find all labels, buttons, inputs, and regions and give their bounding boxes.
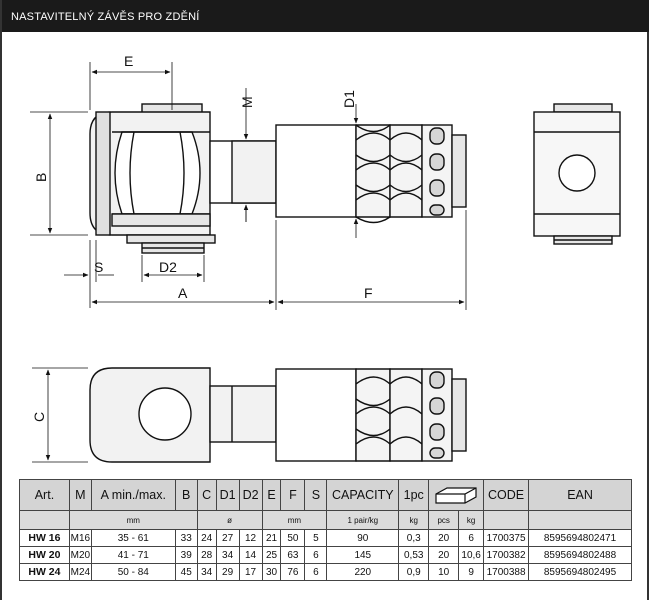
section-title: NASTAVITELNÝ ZÁVĚS PRO ZDĚNÍ (11, 11, 200, 23)
col-a: A min./max. (90, 479, 176, 511)
col-code: CODE (483, 479, 530, 511)
box-icon (435, 487, 477, 504)
col-ean: EAN (528, 479, 632, 511)
col-f: F (280, 479, 306, 511)
col-box (428, 479, 485, 511)
table-units-row: mm ø mm 1 pair/kg kg pcs kg (19, 510, 632, 530)
dim-label-d2: D2 (159, 259, 177, 275)
end-view (533, 103, 621, 245)
top-view-dimensions (32, 367, 88, 463)
unit-box-kg: kg (458, 510, 485, 530)
unit-weight: kg (398, 510, 430, 530)
dim-label-m: M (239, 96, 255, 108)
dim-label-b: B (33, 173, 49, 182)
technical-drawing: E M D1 B S D2 A F (30, 53, 621, 463)
unit-capacity: 1 pair/kg (326, 510, 400, 530)
table-row: HW 16 M16 35 - 61 33 24 27 12 21 50 5 90… (19, 529, 632, 547)
col-1pc: 1pc (398, 479, 430, 511)
section-header: NASTAVITELNÝ ZÁVĚS PRO ZDĚNÍ (2, 0, 649, 32)
unit-diameter: ø (196, 510, 263, 530)
col-d2: D2 (238, 479, 263, 511)
table-row: HW 24 M24 50 - 84 45 34 29 17 30 76 6 22… (19, 563, 632, 581)
unit-pcs: pcs (428, 510, 460, 530)
dim-label-a: A (178, 285, 188, 301)
col-d1: D1 (215, 479, 240, 511)
col-e: E (261, 479, 282, 511)
table-row: HW 20 M20 41 - 71 39 28 34 14 25 63 6 14… (19, 546, 632, 564)
dim-label-f: F (364, 285, 373, 301)
col-c: C (196, 479, 217, 511)
dim-label-s: S (94, 259, 103, 275)
unit-mm-2: mm (261, 510, 328, 530)
col-capacity: CAPACITY (326, 479, 400, 511)
col-s: S (304, 479, 328, 511)
dim-label-c: C (31, 412, 47, 422)
spec-table: Art. M A min./max. B C D1 D2 E F S CAPAC… (19, 479, 632, 581)
side-view (89, 103, 467, 254)
col-b: B (174, 479, 198, 511)
col-m: M (68, 479, 92, 511)
dim-label-d1: D1 (341, 90, 357, 108)
col-art: Art. (19, 479, 70, 511)
side-view-dimensions (30, 62, 467, 310)
unit-mm: mm (68, 510, 198, 530)
top-view (89, 367, 467, 463)
table-header-row: Art. M A min./max. B C D1 D2 E F S CAPAC… (19, 479, 632, 511)
dim-label-e: E (124, 53, 133, 69)
